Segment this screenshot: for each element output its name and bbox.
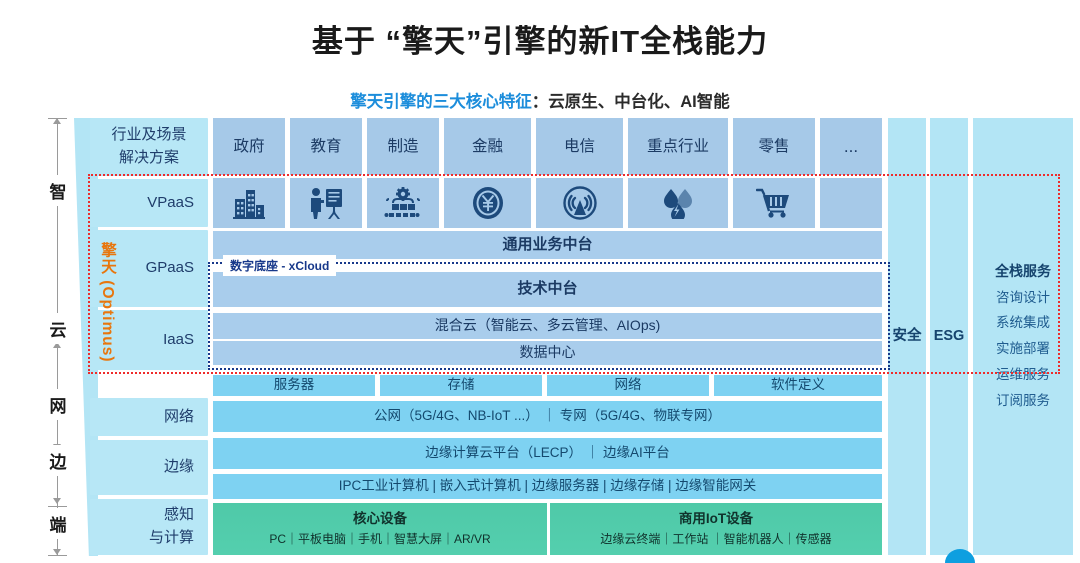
terminal-core-items: PC｜平板电脑｜手机｜智慧大屏｜AR/VR [269,531,491,546]
vertical-axis-ruler: 智 云 网 边 端 [36,118,80,556]
platform-business-midend[interactable]: 通用业务中台 [213,231,882,259]
industry-label-retail[interactable]: 零售 [733,118,815,175]
axis-label-zhi: 智 [43,175,73,206]
fullstack-item-integration[interactable]: 系统集成 [996,315,1050,331]
industry-icon-cell-more[interactable] [820,178,882,228]
infra-edge-platform[interactable]: 边缘计算云平台（LECP） ｜ 边缘AI平台 [213,438,882,469]
platform-tech-midend[interactable]: 技术中台 [213,272,882,307]
column-esg[interactable]: ESG [930,118,968,555]
axis-arrow-up [53,118,61,124]
infra-storage[interactable]: 存储 [380,375,542,396]
industry-icon-cell-finance[interactable] [444,178,531,228]
axis-tick [48,506,67,507]
shopping-cart-icon [756,187,792,219]
energy-drops-icon [660,187,696,219]
fullstack-item-ops[interactable]: 运维服务 [996,367,1050,383]
platform-data-center[interactable]: 数据中心 [213,341,882,365]
category-edge: 边缘 [90,440,208,495]
infra-software-defined[interactable]: 软件定义 [714,375,882,396]
industry-icon-cell-manufacturing[interactable] [367,178,439,228]
fullstack-item-subscription[interactable]: 订阅服务 [996,393,1050,409]
xcloud-tag-label: 数字底座 - xCloud [223,255,337,276]
industry-icon-cell-government[interactable] [213,178,285,228]
industry-label-telecom[interactable]: 电信 [536,118,623,175]
industry-label-key-industry[interactable]: 重点行业 [628,118,728,175]
axis-label-wang: 网 [43,389,73,420]
page-subtitle: 擎天引擎的三大核心特征：云原生、中台化、AI智能 [0,88,1080,112]
fullstack-item-consulting[interactable]: 咨询设计 [996,289,1050,305]
axis-label-yun: 云 [43,313,73,344]
industry-icon-cell-retail[interactable] [733,178,815,228]
column-security-label: 安全 [892,328,922,345]
industry-icon-cell-key-industry[interactable] [628,178,728,228]
teaching-icon [308,187,344,219]
industry-icon-cell-telecom[interactable] [536,178,623,228]
solution-line-1: 行业及场景 [111,126,187,144]
category-vpaas: VPaaS [90,179,208,227]
terminal-iot-title: 商用IoT设备 [678,511,754,527]
infra-server[interactable]: 服务器 [213,375,375,396]
infra-network-detail[interactable]: 公网（5G/4G、NB-IoT ...） ｜ 专网（5G/4G、物联专网） [213,401,882,432]
axis-label-duan: 端 [43,508,73,539]
manufacturing-gear-icon [384,187,422,219]
optimus-vertical-label: 擎天 (Optimus) [99,241,116,363]
industry-label-finance[interactable]: 金融 [444,118,531,175]
page-title: 基于 “擎天”引擎的新IT全栈能力 [311,24,769,59]
category-solution: 行业及场景 解决方案 [90,118,208,176]
signal-tower-icon [562,186,598,220]
industry-label-government[interactable]: 政府 [213,118,285,175]
terminal-core-title: 核心设备 [353,511,407,527]
sensing-line-1: 感知 [163,506,194,524]
axis-arrow-down [53,498,61,504]
column-security[interactable]: 安全 [888,118,926,555]
yen-coin-icon [471,186,505,220]
axis-tick [48,555,67,556]
axis-arrow-up [53,342,61,348]
infra-edge-devices[interactable]: IPC工业计算机 | 嵌入式计算机 | 边缘服务器 | 边缘存储 | 边缘智能网… [213,474,882,499]
industry-label-education[interactable]: 教育 [290,118,362,175]
axis-label-bian: 边 [43,445,73,476]
column-fullstack-service[interactable]: 全栈服务 咨询设计 系统集成 实施部署 运维服务 订阅服务 [973,118,1073,555]
industry-label-more[interactable]: ... [820,118,882,175]
category-gpaas: GPaaS [90,230,208,307]
subtitle-rest: ：云原生、中台化、AI智能 [531,93,730,111]
category-network: 网络 [90,398,208,436]
building-icon [232,187,266,219]
category-sensing-compute: 感知 与计算 [90,499,208,555]
solution-line-2: 解决方案 [118,149,179,166]
infra-network[interactable]: 网络 [547,375,709,396]
column-esg-label: ESG [933,328,965,345]
terminal-iot-items: 边缘云终端｜工作站 ｜智能机器人｜传感器 [600,531,832,546]
platform-hybrid-cloud[interactable]: 混合云（智能云、多云管理、AIOps) [213,313,882,339]
sensing-line-2: 与计算 [148,529,194,546]
terminal-iot-devices[interactable]: 商用IoT设备 边缘云终端｜工作站 ｜智能机器人｜传感器 [550,503,882,555]
fullstack-title: 全栈服务 [995,263,1051,280]
terminal-core-devices[interactable]: 核心设备 PC｜平板电脑｜手机｜智慧大屏｜AR/VR [213,503,547,555]
industry-icon-cell-education[interactable] [290,178,362,228]
axis-tick [48,118,67,119]
industry-label-manufacturing[interactable]: 制造 [367,118,439,175]
subtitle-highlight: 擎天引擎的三大核心特征 [350,93,532,111]
fullstack-item-deployment[interactable]: 实施部署 [996,341,1050,357]
axis-arrow-down [53,549,61,555]
category-iaas: IaaS [90,310,208,370]
